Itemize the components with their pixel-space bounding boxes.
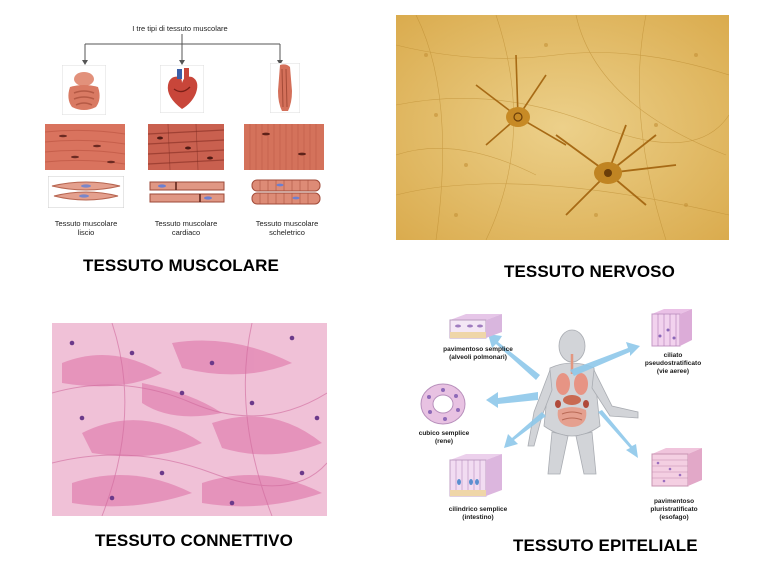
human-body-figure: [527, 329, 639, 475]
skeletal-muscle-fibers: [251, 179, 321, 205]
title-tessuto-epiteliale: TESSUTO EPITELIALE: [513, 536, 698, 555]
pavimentoso-semplice-block: [449, 314, 502, 339]
label-pavimentoso-semplice: pavimentoso semplice(alveoli polmonari): [443, 346, 513, 362]
title-tessuto-nervoso: TESSUTO NERVOSO: [504, 262, 675, 281]
ciliato-pseudostratificato-block: [651, 309, 692, 347]
cilindrico-semplice-block: [449, 454, 502, 497]
cubico-semplice-block: [420, 383, 466, 425]
label-cilindrico-semplice: cilindrico semplice(intestino): [448, 506, 508, 522]
muscle-diagram-title: I tre tipi di tessuto muscolare: [132, 24, 228, 33]
connective-tissue-micrograph: [52, 323, 327, 516]
cardiac-muscle-fibers: [149, 181, 225, 203]
smooth-muscle-fibers: [48, 176, 124, 208]
title-tessuto-muscolare: TESSUTO MUSCOLARE: [83, 256, 279, 275]
heart-icon: [160, 65, 204, 113]
muscle-diagram-connector: [82, 34, 283, 65]
nervous-tissue-micrograph: [396, 15, 729, 240]
skeletal-muscle-micrograph: [244, 124, 324, 170]
arm-muscle-icon: [270, 63, 300, 113]
label-cubico-semplice: cubico semplice(rene): [418, 430, 470, 446]
epithelial-arrows: [486, 334, 640, 458]
smooth-muscle-micrograph: [45, 124, 125, 170]
pavimentoso-pluristratificato-block: [651, 448, 702, 487]
cardiac-muscle-micrograph: [148, 124, 224, 170]
title-tessuto-connettivo: TESSUTO CONNETTIVO: [95, 531, 293, 550]
intestine-icon: [62, 65, 106, 115]
